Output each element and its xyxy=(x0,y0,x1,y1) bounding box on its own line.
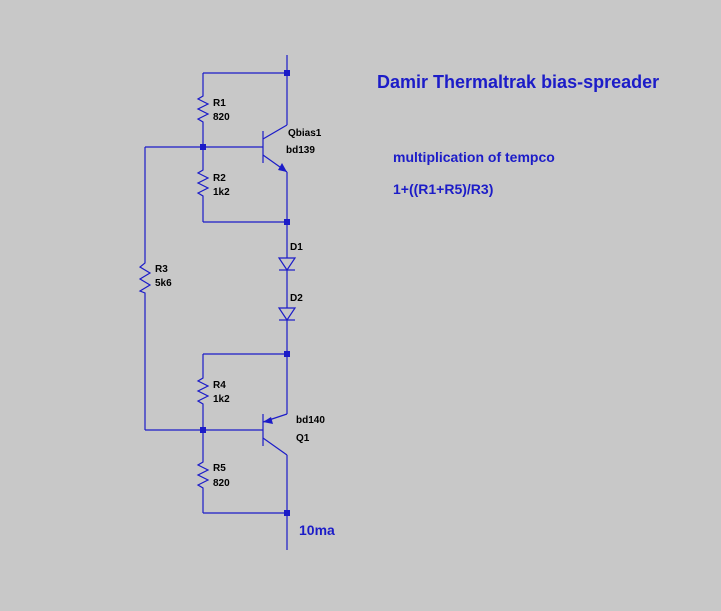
r1-value-label: 820 xyxy=(213,112,230,123)
r2-value-label: 1k2 xyxy=(213,187,230,198)
d1-name-label: D1 xyxy=(290,242,303,253)
r3-value-label: 5k6 xyxy=(155,278,172,289)
r3-name-label: R3 xyxy=(155,264,168,275)
q1-name-label: Q1 xyxy=(296,433,310,444)
diode-d1-symbol xyxy=(277,257,297,272)
junctions xyxy=(200,70,290,516)
note-tempco: multiplication of tempco xyxy=(393,149,555,165)
wires xyxy=(144,55,288,550)
r4-name-label: R4 xyxy=(213,380,226,391)
diagram-title: Damir Thermaltrak bias-spreader xyxy=(377,72,659,92)
r5-name-label: R5 xyxy=(213,463,226,474)
r2-name-label: R2 xyxy=(213,173,226,184)
qbias1-name-label: Qbias1 xyxy=(288,128,322,139)
note-formula: 1+((R1+R5)/R3) xyxy=(393,181,493,197)
q1-model-label: bd140 xyxy=(296,415,325,426)
resistor-r2-symbol xyxy=(196,166,210,200)
resistor-r3-symbol xyxy=(138,258,152,296)
resistor-r1-symbol xyxy=(196,92,210,126)
r1-name-label: R1 xyxy=(213,98,226,109)
transistor-q1-symbol xyxy=(262,413,288,456)
r4-value-label: 1k2 xyxy=(213,394,230,405)
current-source-label: 10ma xyxy=(299,522,335,538)
resistor-r4-symbol xyxy=(196,374,210,408)
qbias1-model-label: bd139 xyxy=(286,145,315,156)
resistor-r5-symbol xyxy=(196,458,210,492)
transistor-qbias1-symbol xyxy=(262,124,288,173)
r5-value-label: 820 xyxy=(213,478,230,489)
d2-name-label: D2 xyxy=(290,293,303,304)
diode-d2-symbol xyxy=(277,307,297,322)
